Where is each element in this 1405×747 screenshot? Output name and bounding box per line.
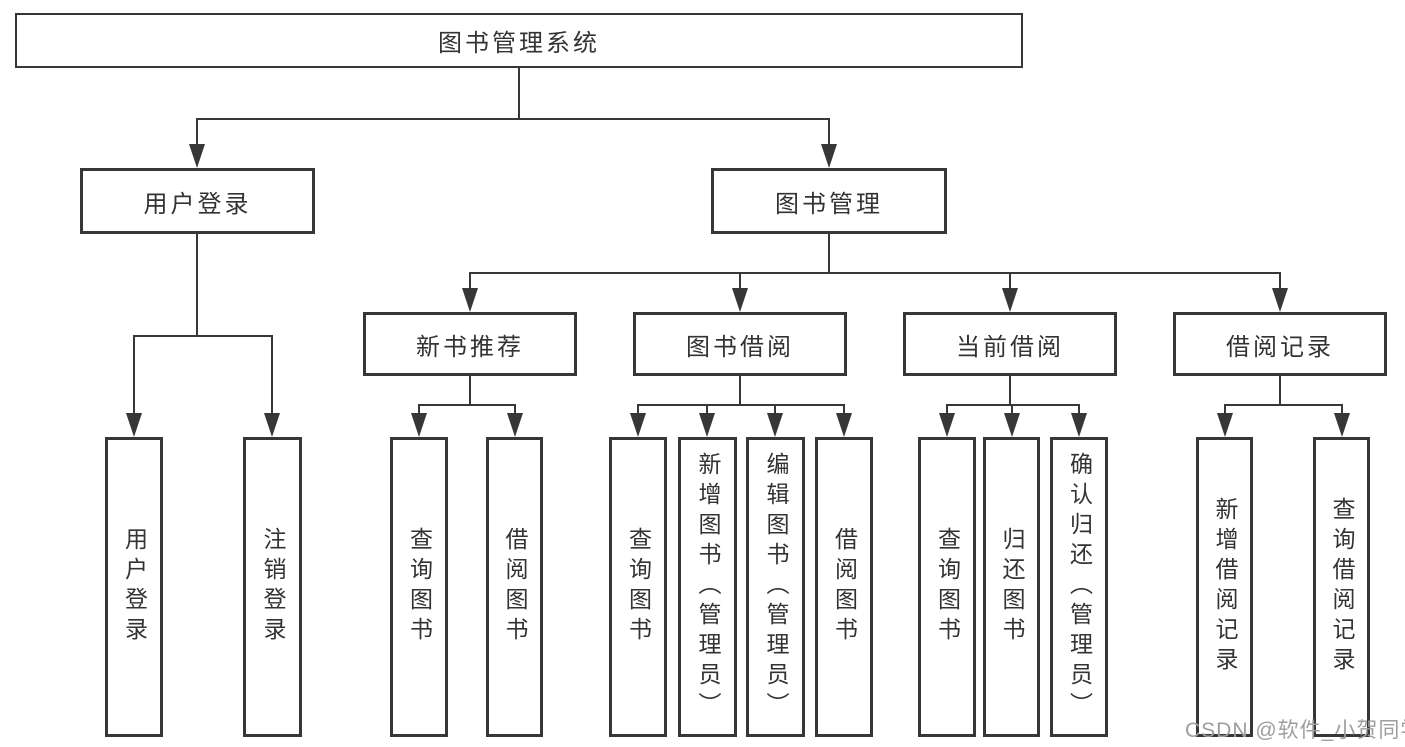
connector-line (133, 335, 273, 337)
node-label: 图书管理系统 (438, 30, 600, 57)
node-confirm-return-admin-leaf: 确认归还（管理员） (1050, 437, 1108, 737)
node-new-book-recommendation: 新书推荐 (363, 312, 577, 376)
arrow-down-icon (699, 413, 715, 437)
node-label: 借阅图书 (502, 527, 528, 647)
connector-line (271, 335, 273, 415)
arrow-down-icon (1272, 288, 1288, 312)
node-label: 新增图书（管理员） (695, 452, 721, 722)
connector-line (1279, 376, 1281, 404)
connector-line (774, 404, 776, 415)
arrow-down-icon (1071, 413, 1087, 437)
connector-line (418, 404, 516, 406)
node-label: 新增借阅记录 (1212, 497, 1238, 677)
node-borrowing-records: 借阅记录 (1173, 312, 1387, 376)
node-label: 借阅图书 (831, 527, 858, 647)
node-label: 查询借阅记录 (1329, 497, 1355, 677)
node-label: 图书管理 (775, 190, 883, 218)
node-search-borrow-record-leaf: 查询借阅记录 (1313, 437, 1370, 737)
connector-line (196, 234, 198, 335)
arrow-down-icon (411, 413, 427, 437)
arrow-down-icon (189, 144, 205, 168)
connector-line (1279, 272, 1281, 290)
node-search-books-leaf: 查询图书 (918, 437, 976, 737)
connector-line (1009, 376, 1011, 404)
node-return-books-leaf: 归还图书 (983, 437, 1040, 737)
arrow-down-icon (1217, 413, 1233, 437)
connector-line (196, 118, 198, 146)
connector-line (1224, 404, 1226, 415)
arrow-down-icon (1004, 413, 1020, 437)
node-book-borrowing: 图书借阅 (633, 312, 847, 376)
arrow-down-icon (126, 413, 142, 437)
connector-line (828, 118, 830, 146)
connector-line (514, 404, 516, 415)
node-search-books-leaf: 查询图书 (390, 437, 448, 737)
node-label: 用户登录 (143, 190, 252, 218)
node-current-borrowing: 当前借阅 (903, 312, 1117, 376)
connector-line (196, 118, 830, 120)
connector-line (739, 376, 741, 404)
arrow-down-icon (836, 413, 852, 437)
connector-line (843, 404, 845, 415)
node-label: 确认归还（管理员） (1066, 452, 1093, 722)
node-search-books-leaf: 查询图书 (609, 437, 667, 737)
connector-line (828, 234, 830, 272)
connector-line (706, 404, 708, 415)
node-add-borrow-record-leaf: 新增借阅记录 (1196, 437, 1253, 737)
node-library-management-system: 图书管理系统 (15, 13, 1023, 68)
connector-line (946, 404, 948, 415)
node-label: 编辑图书（管理员） (763, 452, 789, 722)
connector-line (739, 272, 741, 290)
node-borrow-books-leaf: 借阅图书 (815, 437, 873, 737)
connector-line (946, 404, 1080, 406)
node-user-login: 用户登录 (80, 168, 315, 234)
connector-line (1009, 272, 1011, 290)
connector-line (637, 404, 845, 406)
arrow-down-icon (821, 144, 837, 168)
arrow-down-icon (939, 413, 955, 437)
connector-line (133, 335, 135, 415)
connector-line (518, 68, 520, 118)
node-logout-leaf: 注销登录 (243, 437, 302, 737)
arrow-down-icon (630, 413, 646, 437)
arrow-down-icon (1002, 288, 1018, 312)
connector-line (469, 272, 1281, 274)
node-label: 借阅记录 (1226, 333, 1334, 361)
node-label: 图书借阅 (686, 333, 794, 361)
node-label: 查询图书 (406, 527, 433, 647)
node-edit-books-admin-leaf: 编辑图书（管理员） (746, 437, 805, 737)
node-user-login-leaf: 用户登录 (105, 437, 163, 737)
arrow-down-icon (767, 413, 783, 437)
node-borrow-books-leaf: 借阅图书 (486, 437, 543, 737)
node-label: 归还图书 (999, 527, 1025, 647)
connector-line (1224, 404, 1343, 406)
arrow-down-icon (264, 413, 280, 437)
connector-line (469, 376, 471, 404)
node-book-management: 图书管理 (711, 168, 947, 234)
connector-line (418, 404, 420, 415)
arrow-down-icon (732, 288, 748, 312)
node-label: 查询图书 (625, 527, 652, 647)
connector-line (1078, 404, 1080, 415)
node-label: 新书推荐 (416, 333, 524, 361)
node-label: 查询图书 (934, 527, 961, 647)
node-label: 注销登录 (260, 527, 286, 647)
arrow-down-icon (1334, 413, 1350, 437)
connector-line (1341, 404, 1343, 415)
connector-line (469, 272, 471, 290)
connector-line (637, 404, 639, 415)
arrow-down-icon (462, 288, 478, 312)
arrow-down-icon (507, 413, 523, 437)
node-label: 用户登录 (121, 527, 148, 647)
csdn-watermark: CSDN @软件_小贺同学 (1185, 719, 1405, 742)
node-add-books-admin-leaf: 新增图书（管理员） (678, 437, 737, 737)
node-label: 当前借阅 (956, 333, 1064, 361)
connector-line (1011, 404, 1013, 415)
